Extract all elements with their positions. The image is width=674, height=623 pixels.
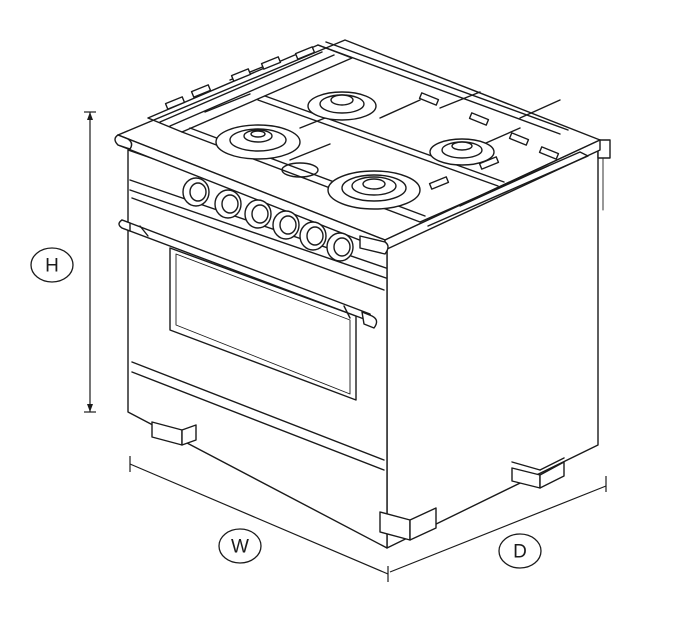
knob-6 bbox=[326, 232, 354, 262]
control-knobs bbox=[182, 177, 354, 262]
knob-3 bbox=[244, 199, 272, 229]
back-rail bbox=[597, 139, 611, 159]
knob-2 bbox=[214, 189, 242, 219]
cooker-feet bbox=[151, 421, 565, 541]
oven-handle bbox=[118, 219, 378, 329]
burner-rear-center bbox=[307, 91, 377, 121]
burner-left bbox=[215, 124, 301, 160]
label-depth: D bbox=[498, 533, 542, 569]
dimension-height bbox=[84, 111, 96, 413]
cooktop-right-cap bbox=[359, 235, 389, 255]
cooktop-left-cap bbox=[114, 134, 133, 150]
label-width-text: W bbox=[231, 537, 249, 558]
dimension-depth bbox=[389, 476, 607, 573]
label-height-text: H bbox=[45, 256, 59, 277]
burner-left-center bbox=[281, 162, 319, 178]
knob-4 bbox=[272, 210, 300, 240]
oven-door bbox=[118, 197, 385, 471]
label-height: H bbox=[30, 247, 74, 283]
burner-right-rear bbox=[429, 138, 495, 166]
dimension-width bbox=[129, 456, 389, 582]
knob-5 bbox=[299, 221, 327, 251]
burners bbox=[215, 91, 495, 210]
knob-1 bbox=[182, 177, 210, 207]
label-depth-text: D bbox=[513, 542, 527, 563]
burner-front-wok bbox=[327, 170, 421, 210]
label-width: W bbox=[218, 528, 262, 564]
